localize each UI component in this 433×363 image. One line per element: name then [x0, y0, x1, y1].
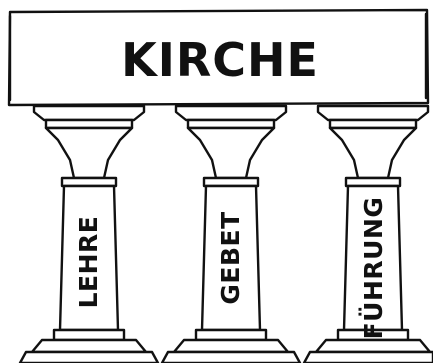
pillar-label-fuehrung: FÜHRUNG	[358, 197, 388, 340]
pillar-label-gebet: GEBET	[216, 211, 245, 304]
pillar-gebet: GEBET	[160, 104, 302, 363]
lintel-title: KIRCHE	[121, 33, 319, 87]
pillar-lehre: LEHRE	[18, 104, 160, 363]
lintel: KIRCHE	[7, 8, 430, 107]
pillar-fuehrung: FÜHRUNG	[302, 104, 433, 363]
pillar-label-lehre: LEHRE	[74, 216, 103, 309]
